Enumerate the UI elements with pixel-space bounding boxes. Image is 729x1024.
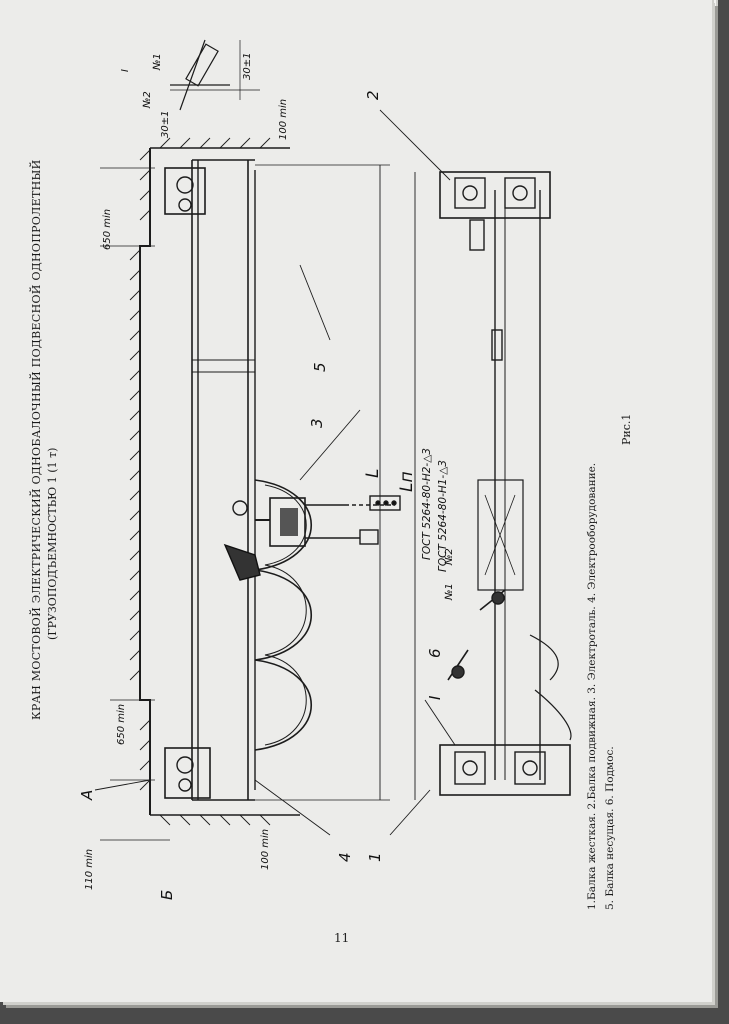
end-truck-top xyxy=(164,167,206,215)
dim-100-bottom: 100 min xyxy=(260,829,271,870)
dim-30-a: 30±1 xyxy=(242,53,253,80)
drawing-title-line2: (ГРУЗОПОДЪЕМНОСТЬЮ 1 (1 т) xyxy=(46,448,59,640)
callout-4: 4 xyxy=(336,852,354,862)
dim-Ln: Lп xyxy=(397,471,417,492)
weld-no1: №1 xyxy=(444,583,455,601)
electric-hoist xyxy=(223,495,401,581)
callout-2: 2 xyxy=(364,90,382,100)
dim-110: 110 min xyxy=(84,849,95,890)
dim-650-top: 650 min xyxy=(102,209,113,250)
dim-30-b: 30±1 xyxy=(160,111,171,138)
wall-hatching xyxy=(129,137,271,826)
title-capacity-label: (ГРУЗОПОДЪЕМНОСТЬЮ xyxy=(46,486,59,640)
end-carriage-top-view-upper xyxy=(439,171,551,219)
callout-view-A: A xyxy=(78,790,96,801)
drawing-title-line1: КРАН МОСТОВОЙ ЭЛЕКТРИЧЕСКИЙ ОДНОБАЛОЧНЫЙ… xyxy=(30,159,43,720)
title-capacity-value: 1 (1 т) xyxy=(46,447,59,484)
detail-sec: I xyxy=(120,69,131,72)
festoon-cable xyxy=(254,479,312,751)
end-truck-bottom xyxy=(164,747,211,799)
callout-6: 6 xyxy=(426,648,444,658)
detail-I xyxy=(170,39,260,111)
document-page xyxy=(0,0,712,1002)
dim-650-bottom: 650 min xyxy=(116,704,127,745)
weld-gost-2: ГОСТ 5264-80-Н1-△3 xyxy=(437,460,449,572)
end-carriage-top-view-lower xyxy=(439,744,571,796)
legend-caption-line2: 5. Балка несущая. 6. Подмос. xyxy=(604,746,616,910)
callout-section-I: I xyxy=(426,695,444,700)
callout-view-B: Б xyxy=(158,890,176,900)
girder-top-view xyxy=(477,190,541,780)
callout-5: 5 xyxy=(311,362,329,372)
dim-100-top: 100 min xyxy=(278,99,289,140)
page-number: 11 xyxy=(334,931,350,945)
detail-no1: №1 xyxy=(152,53,163,71)
main-girder-side xyxy=(191,159,256,801)
runway-wall-top xyxy=(139,148,151,815)
dim-L: L xyxy=(363,469,383,478)
callout-1: 1 xyxy=(366,852,384,862)
detail-no2: №2 xyxy=(142,91,153,109)
figure-label: Рис.1 xyxy=(620,413,633,445)
weld-no2: №2 xyxy=(444,548,455,566)
callout-3: 3 xyxy=(308,418,326,428)
legend-caption-line1: 1.Балка жесткая. 2.Балка подвижная. 3. Э… xyxy=(586,462,598,910)
weld-gost-1: ГОСТ 5264-80-Н2-△3 xyxy=(421,448,433,560)
